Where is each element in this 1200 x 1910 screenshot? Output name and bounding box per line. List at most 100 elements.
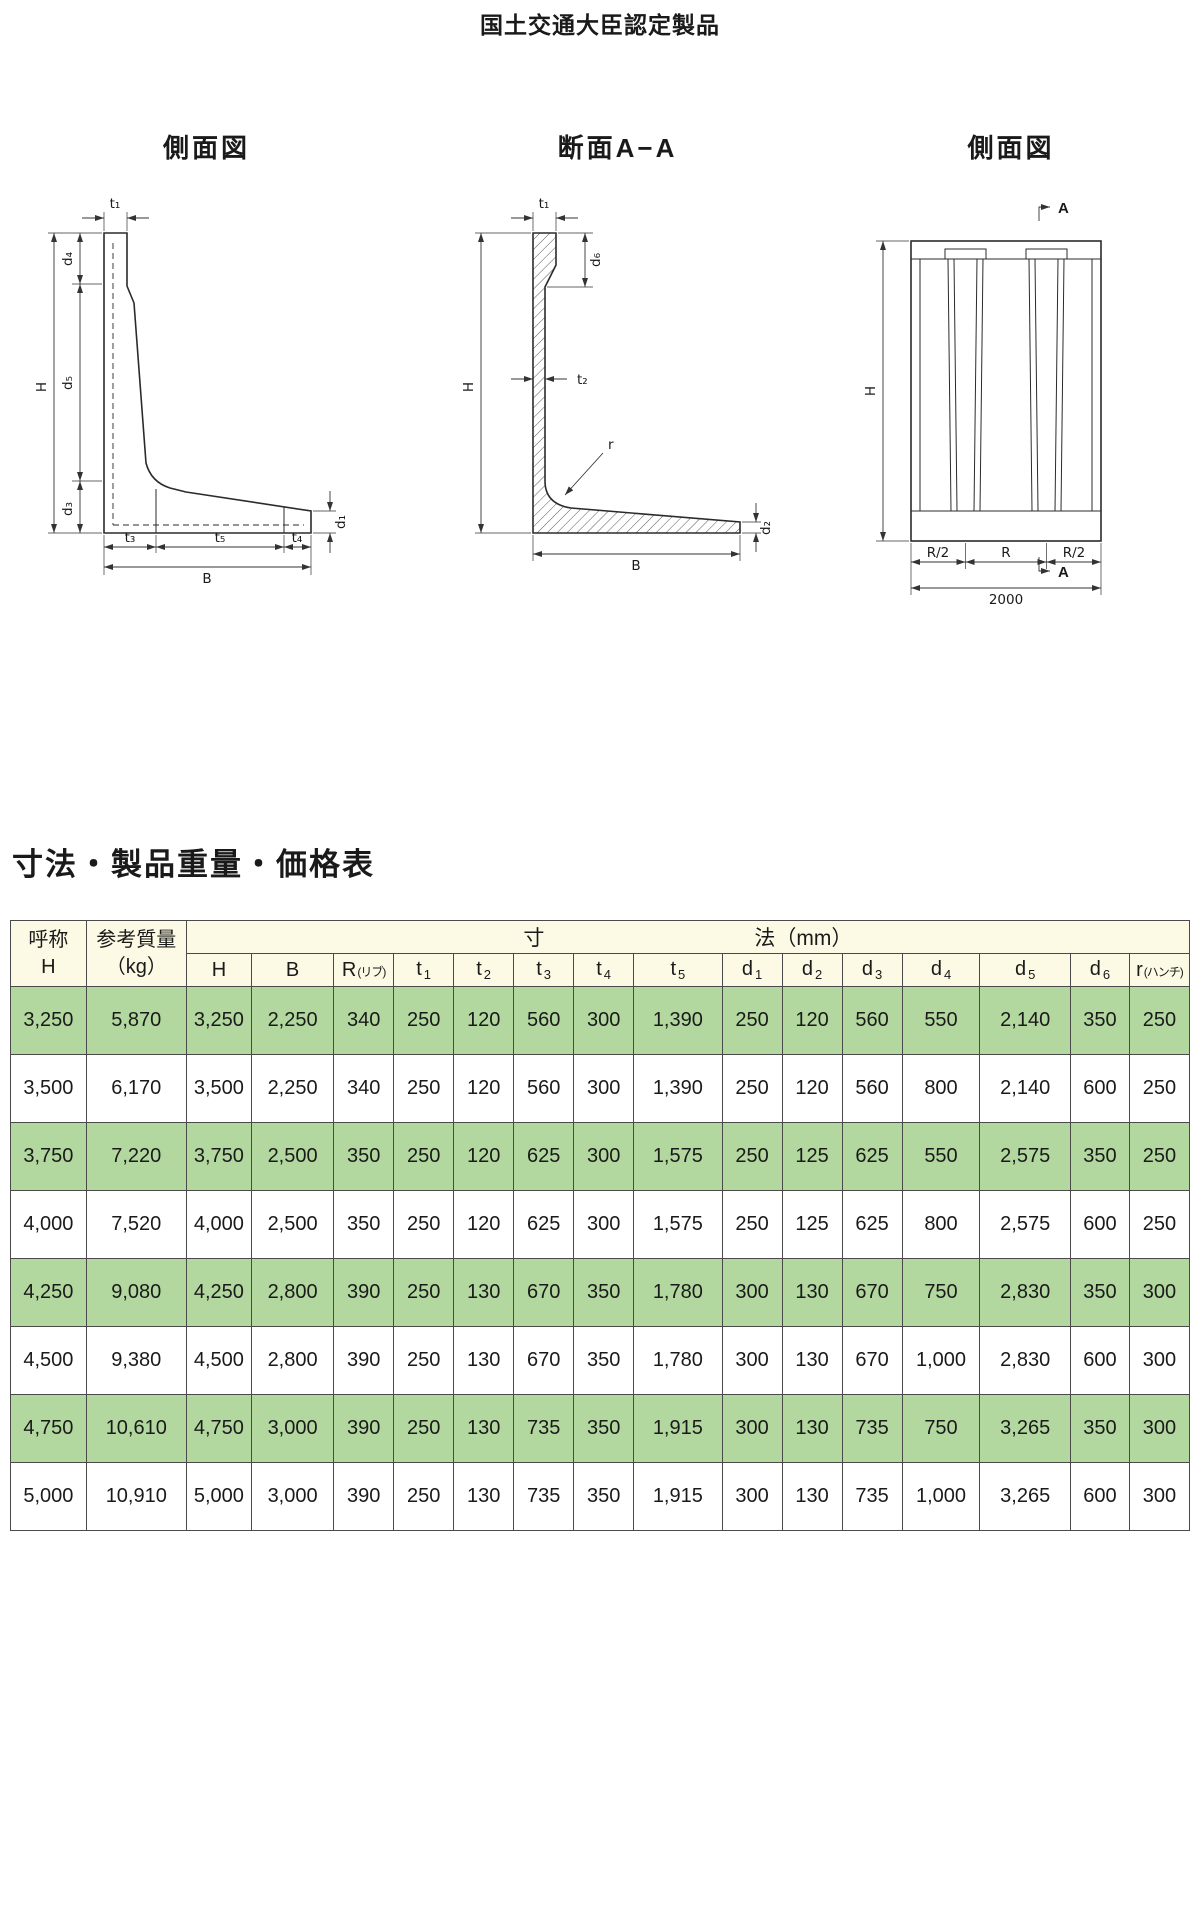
table-cell: 3,500 (185, 1054, 253, 1123)
dim-label-d6: d₆ (588, 253, 604, 267)
dim-label-d4: d₄ (60, 252, 76, 266)
table-cell: 625 (841, 1190, 903, 1259)
table-cell: 1,780 (633, 1258, 723, 1327)
table-cell: 250 (393, 1258, 455, 1327)
table-cell: 670 (841, 1326, 903, 1395)
table-cell: 250 (1128, 1122, 1191, 1191)
table-cell: 10,910 (85, 1462, 187, 1531)
table-cell: 3,500 (10, 1054, 87, 1123)
table-cell: 340 (333, 986, 395, 1055)
table-cell: 4,500 (185, 1326, 253, 1395)
table-cell: 7,520 (85, 1190, 187, 1259)
table-cell: 250 (721, 1122, 783, 1191)
dim-label-t1-section: t₁ (538, 196, 549, 212)
table-cell: 250 (1128, 1190, 1191, 1259)
dim-label-d5: d₅ (60, 376, 76, 390)
table-cell: 4,250 (185, 1258, 253, 1327)
table-cell: 390 (333, 1462, 395, 1531)
table-cell: 390 (333, 1326, 395, 1395)
table-cell: 350 (333, 1190, 395, 1259)
table-cell: 750 (901, 1258, 981, 1327)
table-cell: 3,265 (979, 1462, 1071, 1531)
table-cell: 350 (573, 1258, 635, 1327)
table-cell: 120 (781, 1054, 843, 1123)
table-cell: 130 (453, 1258, 515, 1327)
section-dimensions: t₁ H d₆ t₂ r (461, 196, 774, 574)
column-header-rハンチ: r(ハンチ) (1128, 953, 1191, 987)
drawing-center-caption: 断面A−A (557, 133, 678, 163)
drawing-right-caption: 側面図 (967, 133, 1055, 163)
dim-label-r-center: R (1001, 545, 1010, 561)
table-cell: 120 (453, 1054, 515, 1123)
table-cell: 130 (453, 1326, 515, 1395)
table-cell: 560 (513, 986, 575, 1055)
table-cell: 125 (781, 1122, 843, 1191)
table-cell: 2,830 (979, 1326, 1071, 1395)
table-cell: 3,250 (10, 986, 87, 1055)
table-cell: 300 (721, 1462, 783, 1531)
table-cell: 9,080 (85, 1258, 187, 1327)
dim-label-t1: t₁ (110, 196, 121, 212)
table-cell: 670 (513, 1258, 575, 1327)
table-cell: 300 (721, 1326, 783, 1395)
table-cell: 735 (513, 1462, 575, 1531)
table-cell: 1,575 (633, 1122, 723, 1191)
table-cell: 560 (841, 1054, 903, 1123)
table-cell: 250 (393, 1394, 455, 1463)
header-mass-line2: （kg） (105, 955, 167, 978)
table-cell: 130 (453, 1394, 515, 1463)
cut-mark-a-top: A (1058, 200, 1069, 217)
dim-label-d1: d₁ (333, 515, 349, 529)
table-cell: 350 (1069, 986, 1130, 1055)
side-view-right-svg: A A H R/2 R R/2 (863, 200, 1102, 608)
header-name-line1: 呼称 (28, 928, 69, 951)
table-cell: 2,250 (251, 986, 335, 1055)
table-cell: 3,000 (251, 1462, 335, 1531)
table-cell: 130 (453, 1462, 515, 1531)
dim-label-B: B (202, 571, 211, 587)
table-cell: 350 (1069, 1258, 1130, 1327)
table-cell: 300 (573, 1122, 635, 1191)
header-mass: 参考質量 （kg） (85, 920, 187, 987)
header-dims-left: 寸 (523, 927, 545, 950)
table-cell: 250 (393, 1122, 455, 1191)
header-name: 呼称 H (10, 920, 87, 987)
dim-label-t4: t₄ (292, 530, 303, 546)
table-cell: 125 (781, 1190, 843, 1259)
lwall-profile-outline (103, 232, 312, 534)
table-cell: 120 (453, 1122, 515, 1191)
table-cell: 2,140 (979, 986, 1071, 1055)
rib-right (1025, 248, 1068, 512)
section-outline (531, 232, 741, 534)
table-cell: 350 (573, 1394, 635, 1463)
drawing-left: 側面図 t₁ (34, 128, 379, 661)
column-header-Rリブ: R(リブ) (333, 953, 395, 987)
table-cell: 4,750 (185, 1394, 253, 1463)
table-cell: 3,000 (251, 1394, 335, 1463)
table-cell: 250 (721, 1054, 783, 1123)
table-cell: 390 (333, 1394, 395, 1463)
table-cell: 600 (1069, 1326, 1130, 1395)
table-cell: 300 (1128, 1326, 1191, 1395)
table-cell: 250 (393, 986, 455, 1055)
table-cell: 350 (1069, 1394, 1130, 1463)
document-title: 国土交通大臣認定製品 (480, 12, 720, 38)
table-cell: 800 (901, 1054, 981, 1123)
table-cell: 5,870 (85, 986, 187, 1055)
cut-mark-a-bottom: A (1058, 564, 1069, 581)
table-cell: 130 (781, 1462, 843, 1531)
column-header-H: H (185, 953, 253, 987)
table-cell: 4,250 (10, 1258, 87, 1327)
table-cell: 3,265 (979, 1394, 1071, 1463)
drawing-right: 側面図 (856, 128, 1166, 661)
table-cell: 350 (573, 1462, 635, 1531)
dim-label-H-section: H (461, 382, 477, 392)
table-cell: 2,140 (979, 1054, 1071, 1123)
